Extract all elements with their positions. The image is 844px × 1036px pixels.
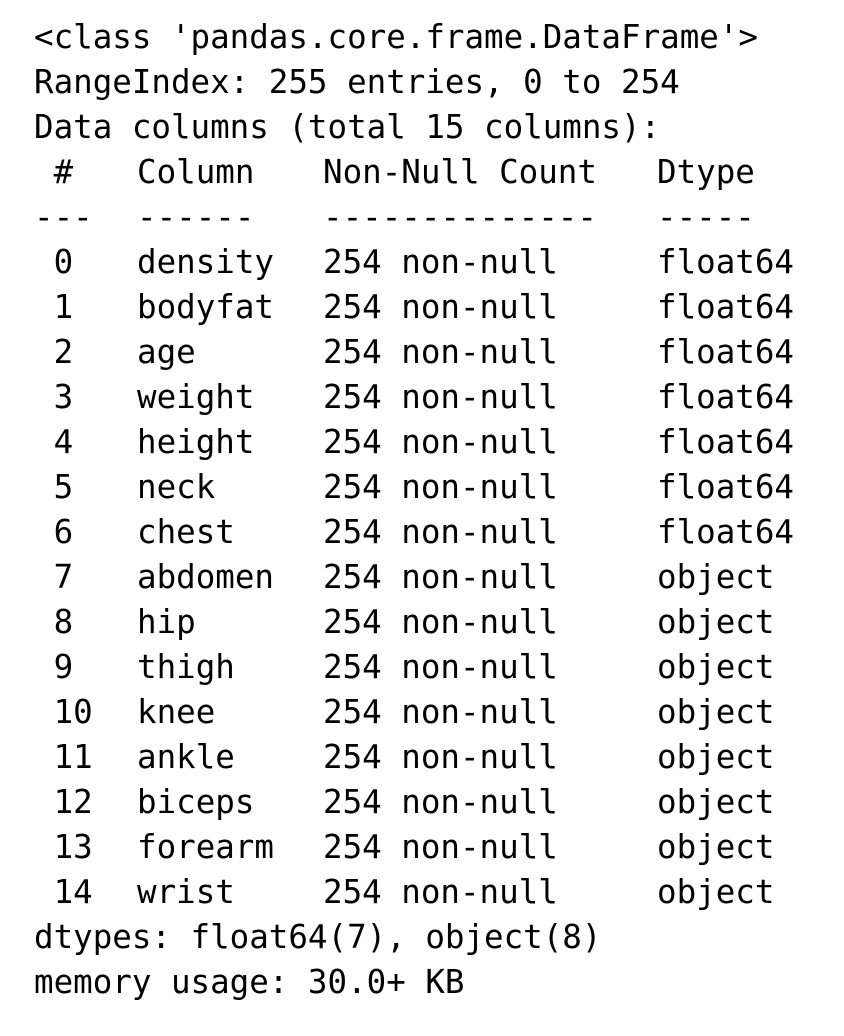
row-column-name: forearm xyxy=(137,828,274,866)
column-header-row: # Column Non-Null Count Dtype xyxy=(34,150,844,195)
data-columns-line: Data columns (total 15 columns): xyxy=(34,108,661,146)
row-non-null-count: 254 non-null xyxy=(323,558,558,596)
row-index: 10 xyxy=(34,693,93,731)
row-index: 4 xyxy=(34,423,74,461)
class-line: <class 'pandas.core.frame.DataFrame'> xyxy=(34,18,758,56)
table-row: 10 knee 254 non-null object xyxy=(34,690,844,735)
row-index: 14 xyxy=(34,873,93,911)
row-non-null-count: 254 non-null xyxy=(323,738,558,776)
row-column-name: knee xyxy=(137,693,216,731)
table-row: 9 thigh 254 non-null object xyxy=(34,645,844,690)
table-row: 14 wrist 254 non-null object xyxy=(34,870,844,915)
row-non-null-count: 254 non-null xyxy=(323,243,558,281)
separator-row: --- ------ -------------- ----- xyxy=(34,195,844,240)
row-dtype: float64 xyxy=(657,468,794,506)
row-column-name: weight xyxy=(137,378,255,416)
row-index: 1 xyxy=(34,288,74,326)
row-dtype: float64 xyxy=(657,333,794,371)
row-dtype: object xyxy=(657,603,775,641)
dtypes-summary-line: dtypes: float64(7), object(8) xyxy=(34,918,602,956)
row-column-name: chest xyxy=(137,513,235,551)
table-row: 1 bodyfat 254 non-null float64 xyxy=(34,285,844,330)
row-dtype: float64 xyxy=(657,423,794,461)
memory-usage-line: memory usage: 30.0+ KB xyxy=(34,963,465,1001)
row-column-name: age xyxy=(137,333,196,371)
table-row: 4 height 254 non-null float64 xyxy=(34,420,844,465)
row-dtype: object xyxy=(657,873,775,911)
row-index: 7 xyxy=(34,558,74,596)
row-dtype: object xyxy=(657,828,775,866)
row-non-null-count: 254 non-null xyxy=(323,423,558,461)
row-non-null-count: 254 non-null xyxy=(323,648,558,686)
header-index: # xyxy=(34,153,74,191)
table-row: 3 weight 254 non-null float64 xyxy=(34,375,844,420)
row-dtype: object xyxy=(657,648,775,686)
table-row: 2 age 254 non-null float64 xyxy=(34,330,844,375)
table-row: 11 ankle 254 non-null object xyxy=(34,735,844,780)
row-dtype: float64 xyxy=(657,513,794,551)
row-index: 3 xyxy=(34,378,74,416)
row-column-name: hip xyxy=(137,603,196,641)
table-row: 5 neck 254 non-null float64 xyxy=(34,465,844,510)
row-column-name: thigh xyxy=(137,648,235,686)
row-non-null-count: 254 non-null xyxy=(323,828,558,866)
row-dtype: object xyxy=(657,738,775,776)
row-non-null-count: 254 non-null xyxy=(323,873,558,911)
row-column-name: abdomen xyxy=(137,558,274,596)
row-dtype: float64 xyxy=(657,243,794,281)
separator-index: --- xyxy=(34,198,93,236)
table-row: 7 abdomen 254 non-null object xyxy=(34,555,844,600)
row-index: 12 xyxy=(34,783,93,821)
header-non-null-count: Non-Null Count xyxy=(323,153,597,191)
row-column-name: density xyxy=(137,243,274,281)
row-index: 0 xyxy=(34,243,74,281)
table-row: 12 biceps 254 non-null object xyxy=(34,780,844,825)
row-dtype: object xyxy=(657,558,775,596)
row-index: 6 xyxy=(34,513,74,551)
table-row: 0 density 254 non-null float64 xyxy=(34,240,844,285)
header-dtype: Dtype xyxy=(657,153,755,191)
table-row: 13 forearm 254 non-null object xyxy=(34,825,844,870)
separator-dtype: ----- xyxy=(657,198,755,236)
row-non-null-count: 254 non-null xyxy=(323,288,558,326)
row-index: 2 xyxy=(34,333,74,371)
range-index-line: RangeIndex: 255 entries, 0 to 254 xyxy=(34,63,680,101)
row-column-name: wrist xyxy=(137,873,235,911)
row-column-name: neck xyxy=(137,468,216,506)
row-index: 11 xyxy=(34,738,93,776)
row-non-null-count: 254 non-null xyxy=(323,333,558,371)
row-column-name: ankle xyxy=(137,738,235,776)
table-row: 6 chest 254 non-null float64 xyxy=(34,510,844,555)
separator-non-null-count: -------------- xyxy=(323,198,597,236)
table-row: 8 hip 254 non-null object xyxy=(34,600,844,645)
row-non-null-count: 254 non-null xyxy=(323,468,558,506)
row-dtype: float64 xyxy=(657,378,794,416)
row-non-null-count: 254 non-null xyxy=(323,603,558,641)
row-dtype: object xyxy=(657,693,775,731)
row-index: 8 xyxy=(34,603,74,641)
row-non-null-count: 254 non-null xyxy=(323,513,558,551)
header-column: Column xyxy=(137,153,255,191)
row-non-null-count: 254 non-null xyxy=(323,693,558,731)
row-dtype: float64 xyxy=(657,288,794,326)
row-index: 9 xyxy=(34,648,74,686)
row-non-null-count: 254 non-null xyxy=(323,378,558,416)
row-non-null-count: 254 non-null xyxy=(323,783,558,821)
row-column-name: bodyfat xyxy=(137,288,274,326)
row-index: 13 xyxy=(34,828,93,866)
row-dtype: object xyxy=(657,783,775,821)
row-index: 5 xyxy=(34,468,74,506)
row-column-name: biceps xyxy=(137,783,255,821)
separator-column: ------ xyxy=(137,198,255,236)
row-column-name: height xyxy=(137,423,255,461)
